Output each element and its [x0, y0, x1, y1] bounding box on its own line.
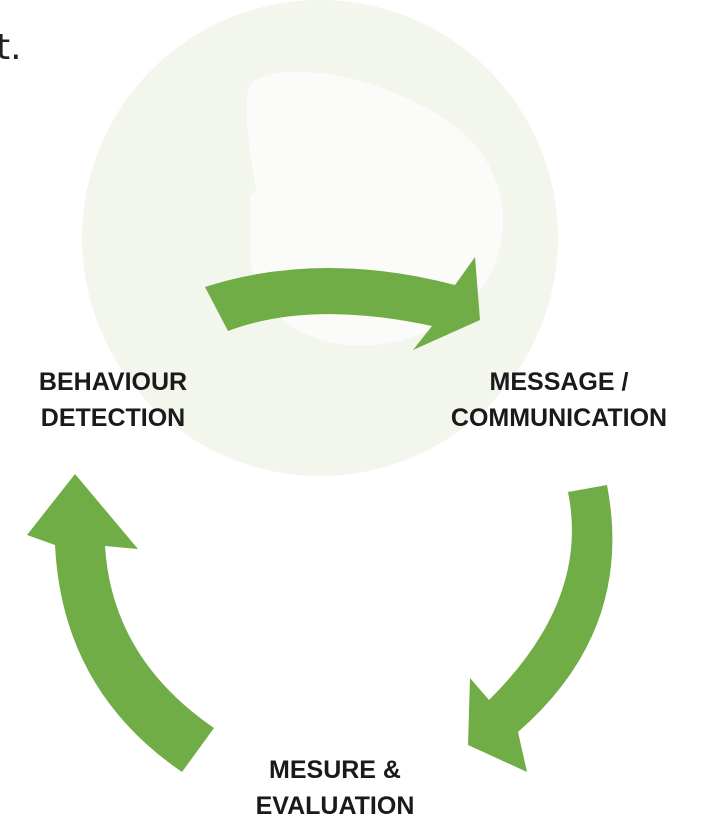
node-behaviour-line2: DETECTION — [40, 404, 186, 432]
node-mesure-evaluation: MESURE & EVALUATION — [230, 752, 440, 824]
node-message-line2: COMMUNICATION — [450, 404, 668, 432]
node-mesure-line2: EVALUATION — [255, 792, 415, 820]
truncated-text-fragment: t. — [0, 27, 22, 68]
curved-arrow-up-icon — [27, 474, 214, 772]
node-message-communication: MESSAGE / COMMUNICATION — [412, 364, 706, 436]
node-message-line1: MESSAGE / — [489, 368, 629, 396]
node-behaviour-line1: BEHAVIOUR — [38, 368, 188, 396]
node-mesure-line1: MESURE & — [269, 756, 401, 784]
logo-watermark-icon — [82, 0, 558, 476]
curved-arrow-down-icon — [468, 485, 613, 772]
node-behaviour-detection: BEHAVIOUR DETECTION — [8, 364, 218, 436]
curved-arrow-right-icon — [205, 257, 480, 350]
